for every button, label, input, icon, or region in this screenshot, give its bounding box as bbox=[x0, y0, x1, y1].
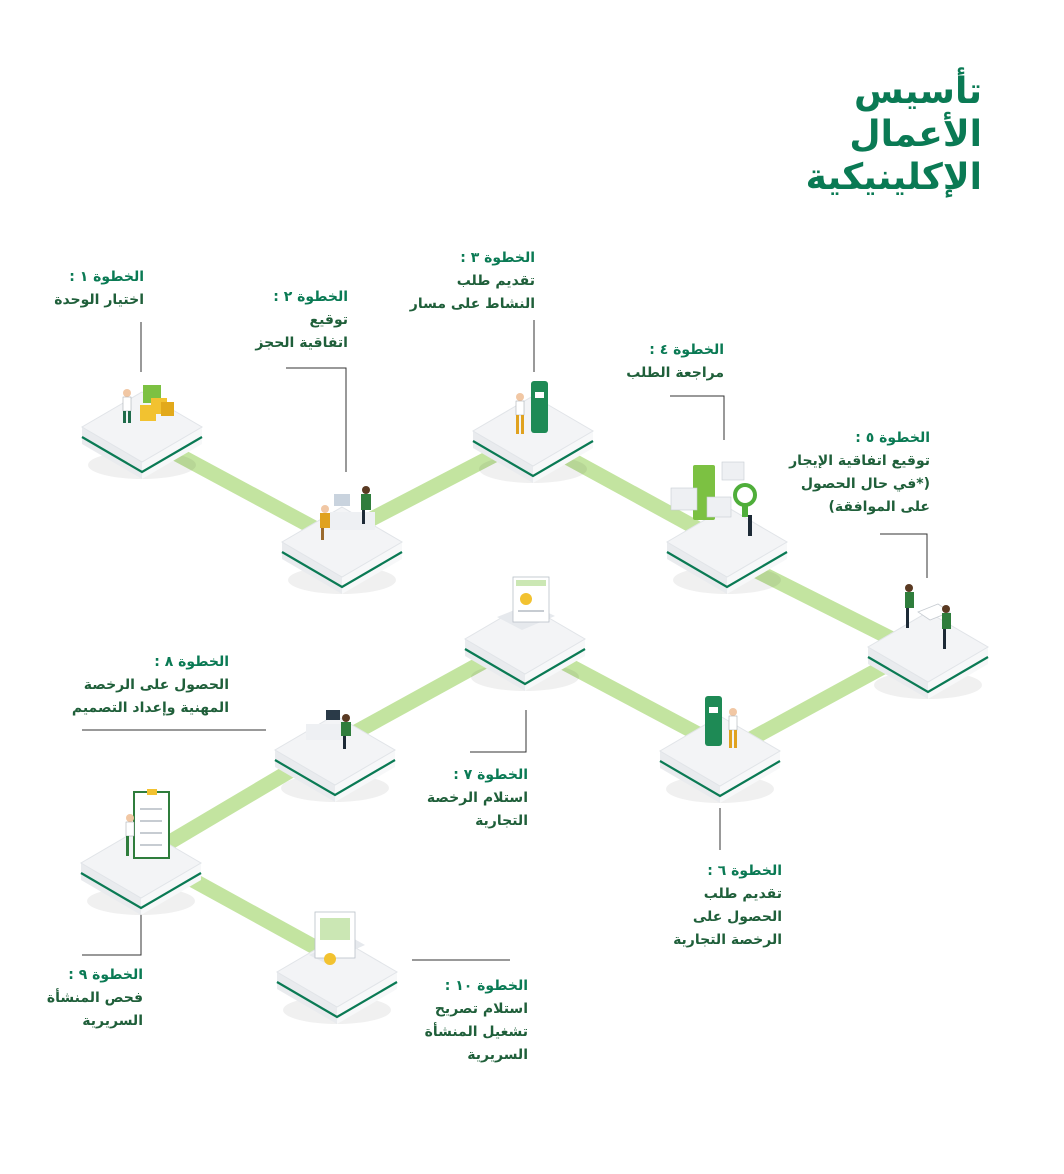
step-1-heading: الخطوة ١ : bbox=[69, 269, 144, 285]
kiosk-illustration bbox=[515, 381, 548, 434]
connector-2-3 bbox=[356, 441, 512, 532]
step-9-description: فحص المنشأة bbox=[46, 990, 143, 1006]
step-10-description: تشغيل المنشأة bbox=[424, 1024, 528, 1040]
step-9-heading: الخطوة ٩ : bbox=[68, 967, 143, 983]
step-3-heading: الخطوة ٣ : bbox=[460, 250, 535, 266]
signing-agreement-illustration bbox=[905, 584, 951, 649]
title-line: تأسيس bbox=[853, 71, 982, 112]
leader-4 bbox=[670, 395, 725, 440]
title-line: الأعمال bbox=[849, 114, 982, 155]
step-6-description: الحصول على bbox=[692, 909, 782, 925]
step-7-heading: الخطوة ٧ : bbox=[453, 767, 528, 783]
step-2-label: الخطوة ٢ : توقيع اتفاقية الحجز bbox=[255, 286, 348, 355]
step-8-label: الخطوة ٨ : الحصول على الرخصة المهنية وإع… bbox=[72, 651, 229, 720]
step-10-heading: الخطوة ١٠ : bbox=[444, 978, 528, 994]
step-8-heading: الخطوة ٨ : bbox=[154, 654, 229, 670]
permit-certificate-illustration bbox=[309, 911, 365, 965]
leader-lines bbox=[82, 320, 928, 961]
platform-step-5 bbox=[866, 610, 990, 701]
step-5-description: (*في حال الحصول bbox=[800, 476, 930, 492]
step-6-heading: الخطوة ٦ : bbox=[707, 863, 782, 879]
step-2-heading: الخطوة ٢ : bbox=[273, 289, 348, 305]
step-8-description: الحصول على الرخصة bbox=[83, 677, 229, 693]
step-4-label: الخطوة ٤ : مراجعة الطلب bbox=[626, 339, 724, 385]
checklist-clipboard-illustration bbox=[125, 789, 170, 859]
step-5-label: الخطوة ٥ : توقيع اتفاقية الإيجار (*في حا… bbox=[789, 427, 930, 519]
step-2-description: توقيع bbox=[309, 312, 348, 328]
connector-paths bbox=[156, 438, 914, 957]
connector-7-8 bbox=[341, 643, 509, 745]
step-3-description: تقديم طلب bbox=[456, 273, 535, 289]
license-kiosk-illustration bbox=[705, 696, 738, 748]
review-magnifier-illustration bbox=[670, 461, 757, 536]
step-4-heading: الخطوة ٤ : bbox=[649, 342, 724, 358]
license-document-illustration bbox=[497, 576, 555, 630]
leader-9 bbox=[82, 912, 142, 956]
title-line: الإكلينيكية bbox=[805, 157, 982, 198]
page-title: تأسيس الأعمال الإكلينيكية bbox=[682, 70, 982, 199]
step-10-description: السريرية bbox=[467, 1047, 528, 1063]
step-3-label: الخطوة ٣ : تقديم طلب النشاط على مسار bbox=[410, 247, 535, 316]
step-9-description: السريرية bbox=[82, 1013, 143, 1029]
step-5-description: توقيع اتفاقية الإيجار bbox=[789, 453, 930, 469]
step-4-description: مراجعة الطلب bbox=[626, 365, 724, 381]
leader-2 bbox=[286, 367, 347, 472]
step-7-description: التجارية bbox=[475, 813, 528, 829]
designer-desk-illustration bbox=[306, 710, 351, 749]
step-1-description: اختيار الوحدة bbox=[54, 292, 144, 308]
step-10-description: استلام تصريح bbox=[434, 1001, 528, 1017]
connector-5-6 bbox=[736, 648, 909, 752]
connector-8-9 bbox=[161, 758, 304, 852]
step-7-description: استلام الرخصة bbox=[426, 790, 528, 806]
step-6-description: تقديم طلب bbox=[703, 886, 782, 902]
step-10-label: الخطوة ١٠ : استلام تصريح تشغيل المنشأة ا… bbox=[425, 975, 528, 1067]
leader-7 bbox=[470, 710, 527, 753]
step-1-label: الخطوة ١ : اختيار الوحدة bbox=[54, 266, 144, 312]
step-3-description: النشاط على مسار bbox=[409, 296, 535, 312]
step-8-description: المهنية وإعداد التصميم bbox=[71, 700, 229, 716]
step-9-label: الخطوة ٩ : فحص المنشأة السريرية bbox=[47, 964, 143, 1033]
step-6-description: الرخصة التجارية bbox=[673, 932, 782, 948]
desk-meeting-illustration bbox=[320, 486, 375, 540]
step-6-label: الخطوة ٦ : تقديم طلب الحصول على الرخصة ا… bbox=[673, 860, 782, 952]
leader-5 bbox=[880, 533, 928, 578]
step-5-description: على الموافقة) bbox=[828, 499, 930, 515]
step-2-description: اتفاقية الحجز bbox=[255, 335, 348, 351]
step-7-label: الخطوة ٧ : استلام الرخصة التجارية bbox=[427, 764, 528, 833]
boxes-illustration bbox=[122, 385, 174, 423]
step-5-heading: الخطوة ٥ : bbox=[855, 430, 930, 446]
